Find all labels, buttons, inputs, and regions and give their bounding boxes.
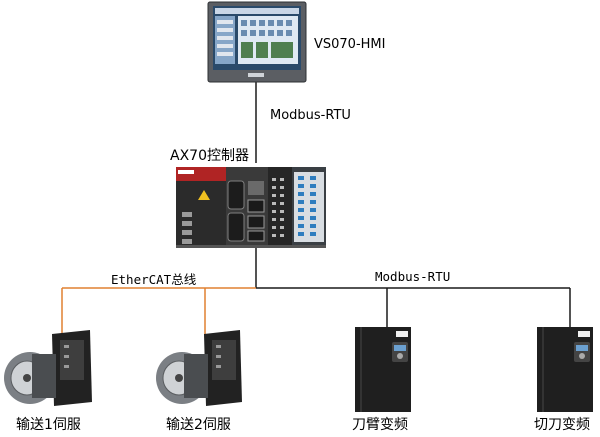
device-label-vfd-2: 切刀变频: [534, 417, 590, 433]
ethercat-bus-label: EtherCAT总线: [111, 272, 197, 287]
device-label-servo-1: 输送1伺服: [16, 417, 81, 433]
hmi-label: VS070-HMI: [314, 37, 386, 52]
controller-label: AX70控制器: [170, 148, 249, 164]
device-label-servo-2: 输送2伺服: [166, 417, 231, 433]
hmi-link-label: Modbus-RTU: [270, 108, 351, 123]
modbus-bus-label: Modbus-RTU: [375, 269, 451, 284]
device-label-vfd-1: 刀臂变频: [352, 417, 408, 433]
